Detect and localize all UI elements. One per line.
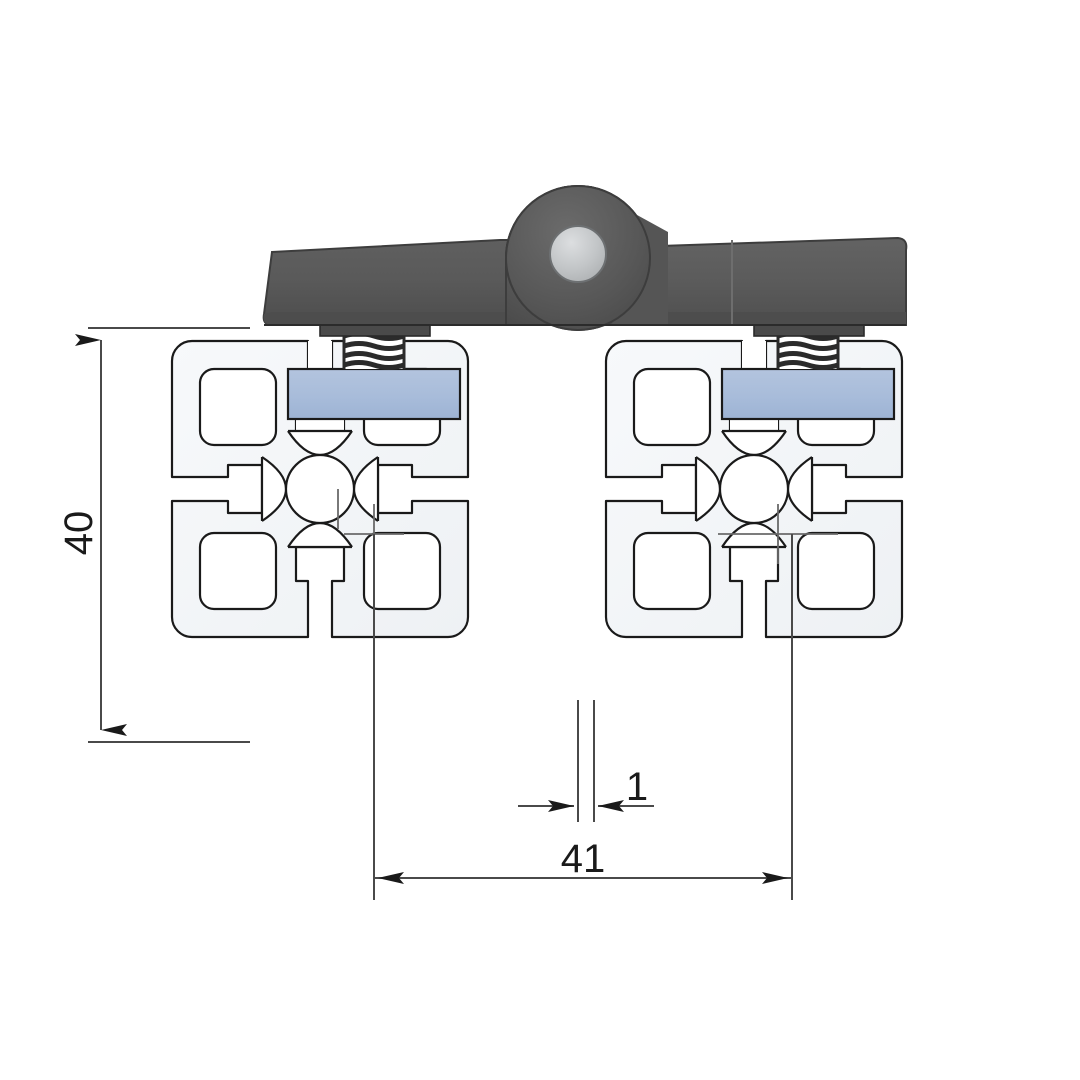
left-tnut-assembly (286, 321, 462, 421)
hinge-bracket (262, 185, 908, 331)
dimension-gap-1: 1 (518, 700, 654, 822)
right-tnut-assembly (720, 321, 896, 421)
dimension-spacing-41: 41 (373, 820, 793, 900)
dimension-label-1: 1 (626, 765, 648, 809)
dimension-height-40: 40 (57, 327, 250, 743)
dimension-label-41: 41 (561, 837, 606, 881)
dimension-label-40: 40 (57, 511, 101, 556)
pivot-pin-icon (549, 225, 607, 283)
